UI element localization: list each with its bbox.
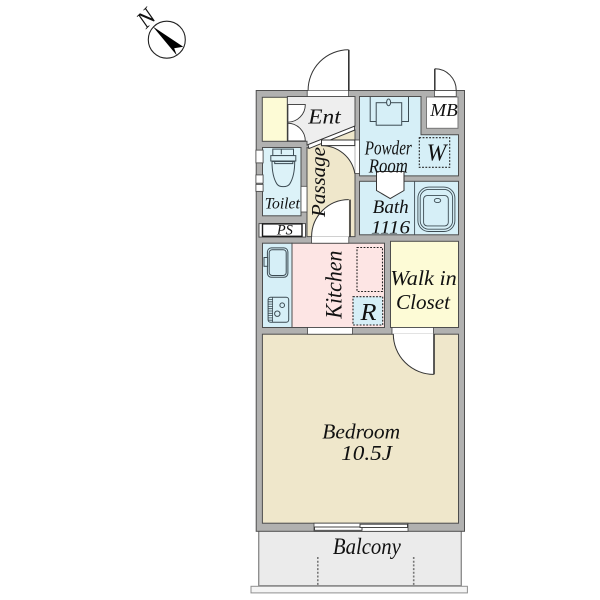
svg-text:W: W (427, 140, 449, 166)
svg-text:Kitchen: Kitchen (322, 251, 348, 320)
svg-text:Passage: Passage (308, 147, 330, 218)
svg-text:Closet: Closet (396, 290, 451, 314)
svg-text:Bedroom: Bedroom (322, 419, 400, 443)
svg-text:Powder: Powder (364, 138, 412, 160)
svg-text:Bath: Bath (373, 198, 409, 218)
svg-text:Walk in: Walk in (390, 266, 457, 290)
svg-text:Balcony: Balcony (333, 534, 402, 559)
svg-text:Room: Room (368, 156, 408, 178)
svg-text:Ent: Ent (307, 105, 342, 129)
svg-text:Toilet: Toilet (265, 196, 301, 213)
svg-text:R: R (359, 299, 376, 326)
svg-text:1116: 1116 (371, 219, 411, 239)
svg-text:MB: MB (429, 100, 458, 120)
svg-text:PS: PS (276, 223, 293, 239)
svg-text:10.5J: 10.5J (341, 441, 394, 465)
